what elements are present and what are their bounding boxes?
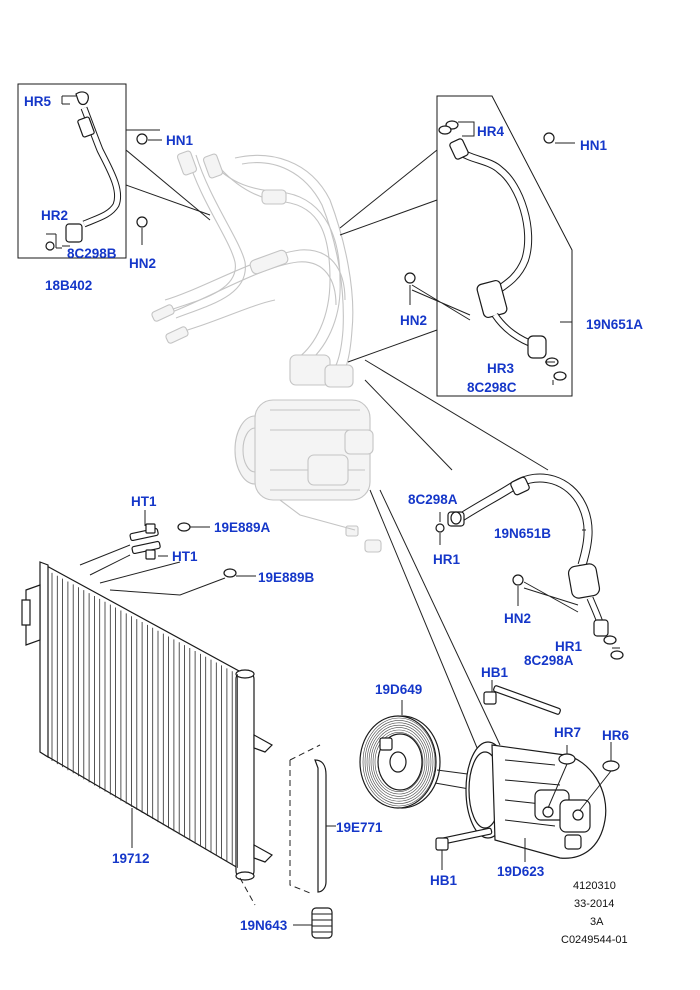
callout-8c298a-b[interactable]: 8C298A — [524, 653, 574, 668]
callout-hr1-b[interactable]: HR1 — [555, 639, 583, 654]
callout-19e889b[interactable]: 19E889B — [258, 570, 315, 585]
callout-8c298a-a[interactable]: 8C298A — [408, 492, 458, 507]
callout-hn1-b[interactable]: HN1 — [580, 138, 608, 153]
ref-catalog: C0249544-01 — [561, 934, 628, 946]
condenser-fins — [51, 572, 238, 868]
callout-hr5[interactable]: HR5 — [24, 94, 52, 109]
callout-hn2-b[interactable]: HN2 — [400, 313, 428, 328]
ghost-assembly — [151, 150, 382, 553]
callout-19n651b[interactable]: 19N651B — [494, 526, 552, 541]
clutch-groove — [374, 732, 424, 792]
inset-18b402 — [17, 83, 211, 259]
callout-hr1-a[interactable]: HR1 — [433, 552, 461, 567]
callout-hr7[interactable]: HR7 — [554, 725, 582, 740]
callout-19e889a[interactable]: 19E889A — [214, 520, 271, 535]
drier-19n643 — [293, 907, 333, 939]
callout-hb1-a[interactable]: HB1 — [481, 665, 509, 680]
inset-19n651a — [339, 95, 573, 397]
clutch-grooves — [362, 717, 436, 807]
ref-code: 4120310 — [573, 880, 616, 892]
clutch-19d649 — [359, 700, 476, 809]
bolts-ht1 — [79, 510, 256, 596]
callout-19d623[interactable]: 19D623 — [497, 864, 545, 879]
clutch-groove — [362, 717, 436, 807]
callout-hn1-a[interactable]: HN1 — [166, 133, 194, 148]
compressor-19d623 — [369, 489, 620, 870]
callout-19n643[interactable]: 19N643 — [240, 918, 288, 933]
callout-19712[interactable]: 19712 — [112, 851, 150, 866]
clutch-groove — [364, 720, 434, 804]
clutch-groove — [372, 729, 426, 795]
callout-8c298c[interactable]: 8C298C — [467, 380, 517, 395]
clutch-groove — [370, 727, 428, 797]
ref-rev: 3A — [590, 916, 604, 928]
leaders — [148, 139, 620, 649]
callout-ht1-b[interactable]: HT1 — [172, 549, 198, 564]
callout-hr3[interactable]: HR3 — [487, 361, 515, 376]
ref-date: 33-2014 — [574, 898, 615, 910]
callout-hr2[interactable]: HR2 — [41, 208, 69, 223]
callout-19e771[interactable]: 19E771 — [336, 820, 383, 835]
clutch-groove — [366, 722, 432, 802]
callout-hn2-a[interactable]: HN2 — [129, 256, 157, 271]
callout-8c298b[interactable]: 8C298B — [67, 246, 117, 261]
callout-hr4[interactable]: HR4 — [477, 124, 505, 139]
callout-hr6[interactable]: HR6 — [602, 728, 630, 743]
clutch-groove — [368, 724, 430, 800]
callout-18b402[interactable]: 18B402 — [45, 278, 93, 293]
callout-ht1-a[interactable]: HT1 — [131, 494, 157, 509]
callout-hn2-c[interactable]: HN2 — [504, 611, 532, 626]
seal-19e771 — [239, 744, 336, 906]
condenser-19712 — [21, 561, 273, 881]
callout-19n651a[interactable]: 19N651A — [586, 317, 644, 332]
hose-19n651b — [364, 359, 624, 660]
callout-19d649[interactable]: 19D649 — [375, 682, 423, 697]
callout-hb1-b[interactable]: HB1 — [430, 873, 458, 888]
